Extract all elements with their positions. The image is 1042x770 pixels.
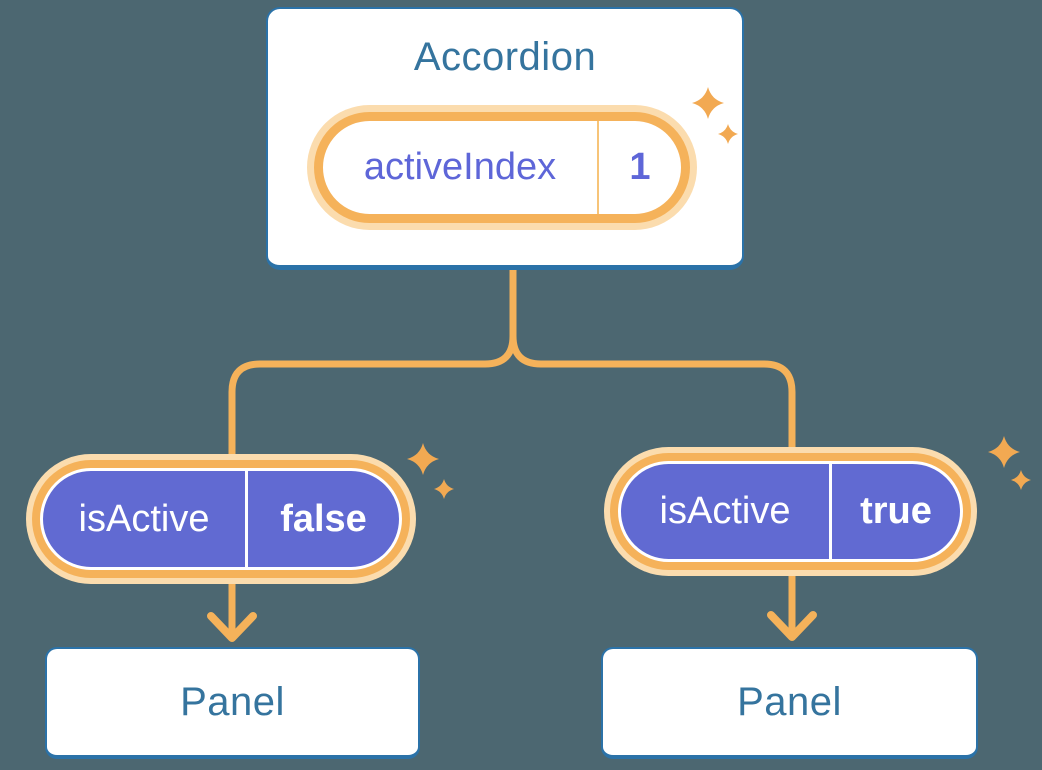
state-pill-label: activeIndex: [363, 146, 557, 188]
prop-pill-isactive-true: isActive true: [618, 461, 963, 562]
state-pill-activeindex: activeIndex 1: [314, 112, 690, 223]
panel-card-left: Panel: [45, 647, 420, 759]
prop-pill-divider: [829, 464, 832, 559]
prop-pill-value: true: [860, 490, 932, 532]
accordion-card-title: Accordion: [413, 35, 597, 79]
sparkle-icon: [988, 436, 1020, 468]
panel-card-right: Panel: [601, 647, 978, 759]
prop-pill-label: isActive: [78, 497, 210, 540]
prop-pill-label: isActive: [659, 490, 791, 532]
accordion-component-card: Accordion activeIndex 1: [266, 7, 744, 270]
down-arrowhead-icon: [767, 611, 817, 641]
panel-card-title: Panel: [737, 679, 842, 724]
prop-pill-value: false: [280, 497, 367, 540]
down-arrowhead-icon: [207, 612, 257, 642]
prop-pill-isactive-false: isActive false: [40, 468, 402, 570]
sparkle-icon: [407, 443, 439, 475]
sparkle-icon: [434, 479, 454, 499]
state-pill-value: 1: [629, 146, 651, 188]
panel-card-title: Panel: [180, 679, 285, 724]
sparkle-icon: [1011, 470, 1031, 490]
state-pill-divider: [597, 121, 599, 214]
tree-connector-left: [228, 260, 517, 640]
tree-connector-right: [509, 260, 796, 641]
